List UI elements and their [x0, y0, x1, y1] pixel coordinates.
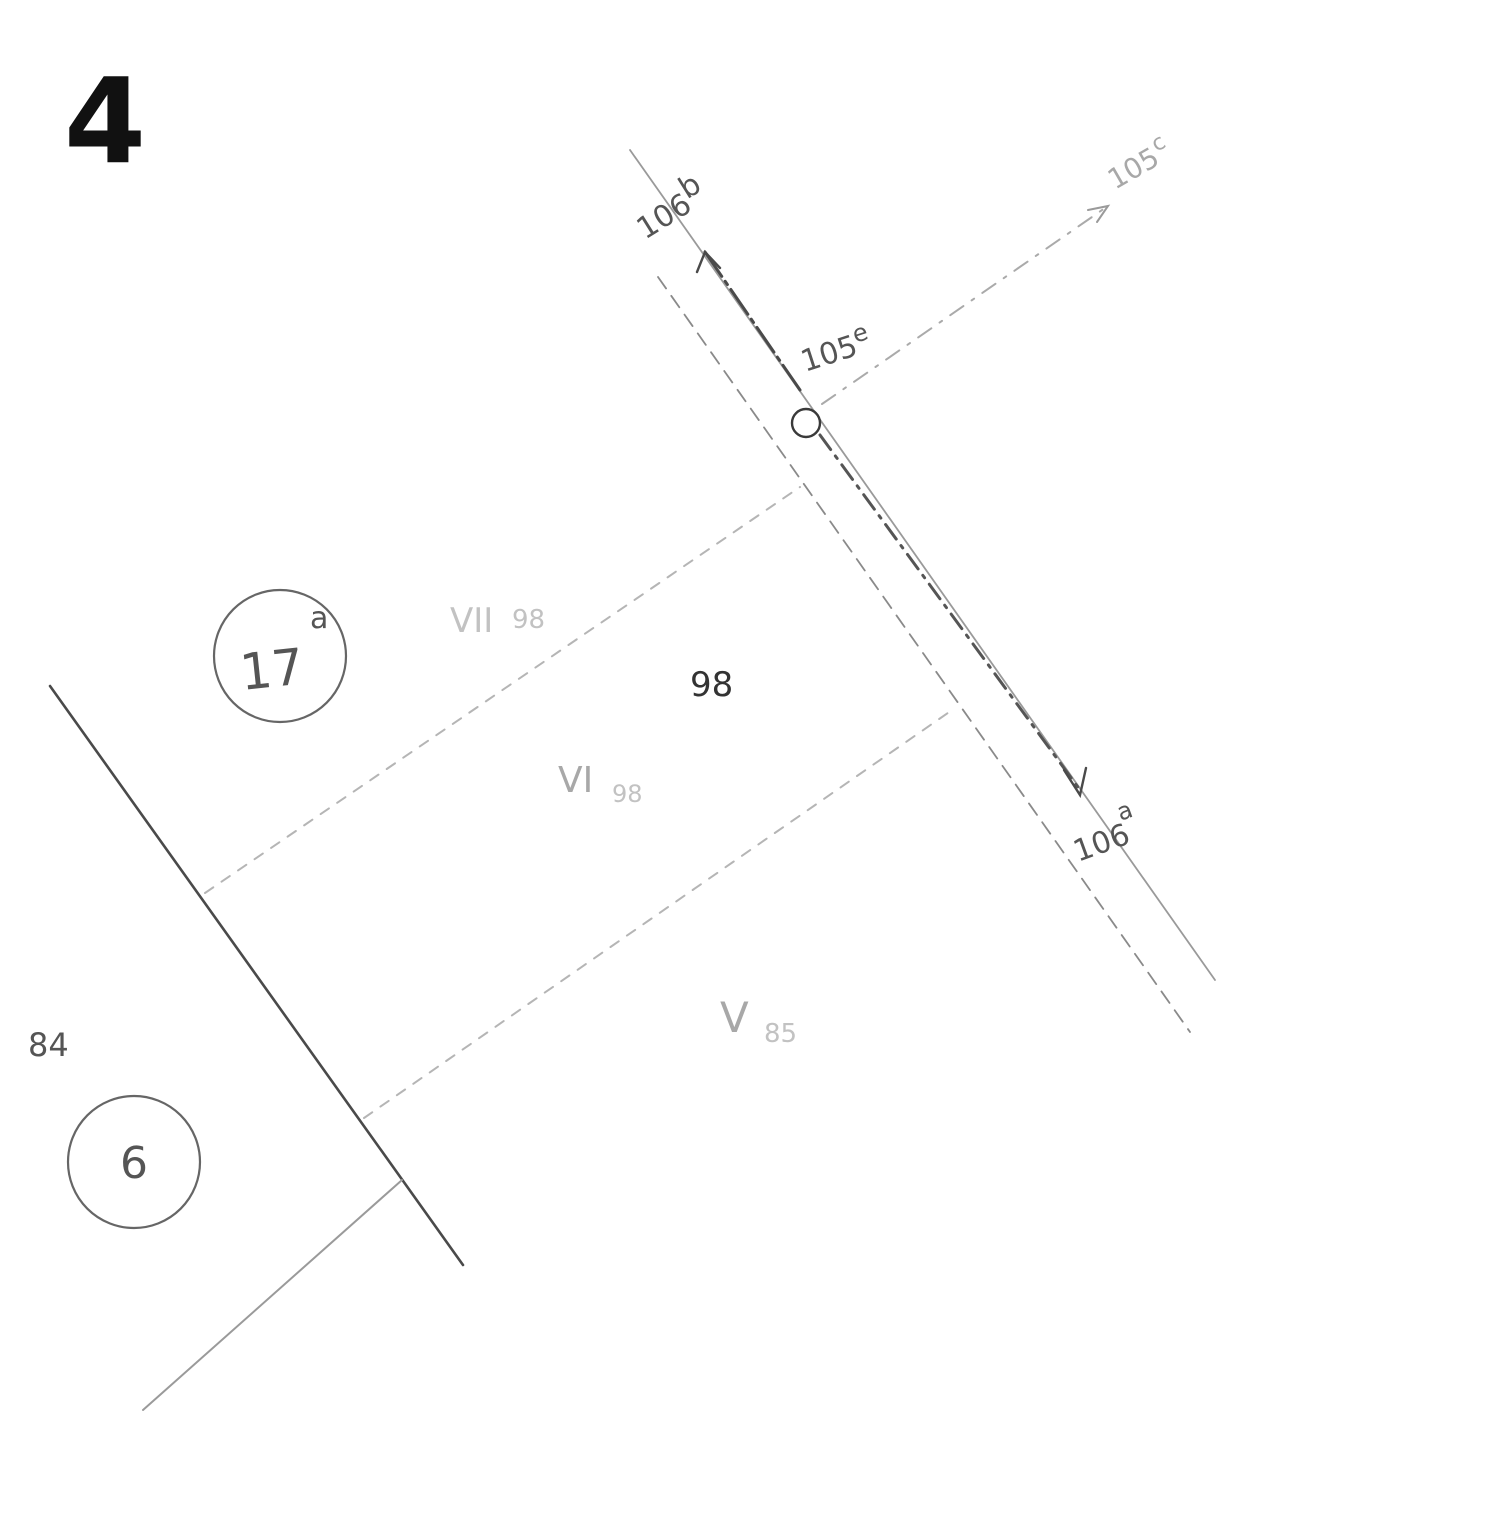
lower-perpendicular-line: [142, 1179, 403, 1411]
zone-v-label: V: [720, 993, 749, 1042]
page-number: 4: [64, 52, 147, 190]
slope-arrow-ne-head: [1087, 204, 1111, 223]
zone-vii-label: VII: [450, 601, 493, 641]
slope-arrow-down-head: [1062, 766, 1088, 799]
slope-line-up: [703, 250, 802, 392]
zone-v-sub: 85: [764, 1019, 797, 1049]
lower-strip-boundary: [363, 707, 956, 1119]
zone-vi-label: VI: [558, 760, 593, 801]
parcel-98-number: 98: [690, 665, 733, 705]
parcel-84-number: 84: [28, 1026, 69, 1064]
parcel-circle-6: [66, 1094, 202, 1230]
road-edge-outer: [629, 149, 1216, 981]
parcel-circle-17a: [212, 588, 348, 724]
survey-point-icon: [790, 407, 822, 439]
parcel-17a-number: 17: [237, 638, 306, 702]
slope-arrow-up-head: [695, 249, 722, 274]
zone-vi-sub: 98: [612, 780, 643, 808]
parcel-6-number: 6: [120, 1138, 148, 1189]
zone-vii-sub: 98: [512, 605, 545, 635]
road-edge-inner: [657, 276, 1191, 1033]
upper-strip-boundary: [204, 486, 801, 894]
elev-105e-main: 105: [797, 329, 862, 380]
slope-line-ne: [821, 207, 1106, 405]
parcel-17a-suffix: a: [310, 601, 328, 636]
left-boundary-line: [48, 684, 465, 1267]
slope-line-down: [818, 433, 1082, 792]
